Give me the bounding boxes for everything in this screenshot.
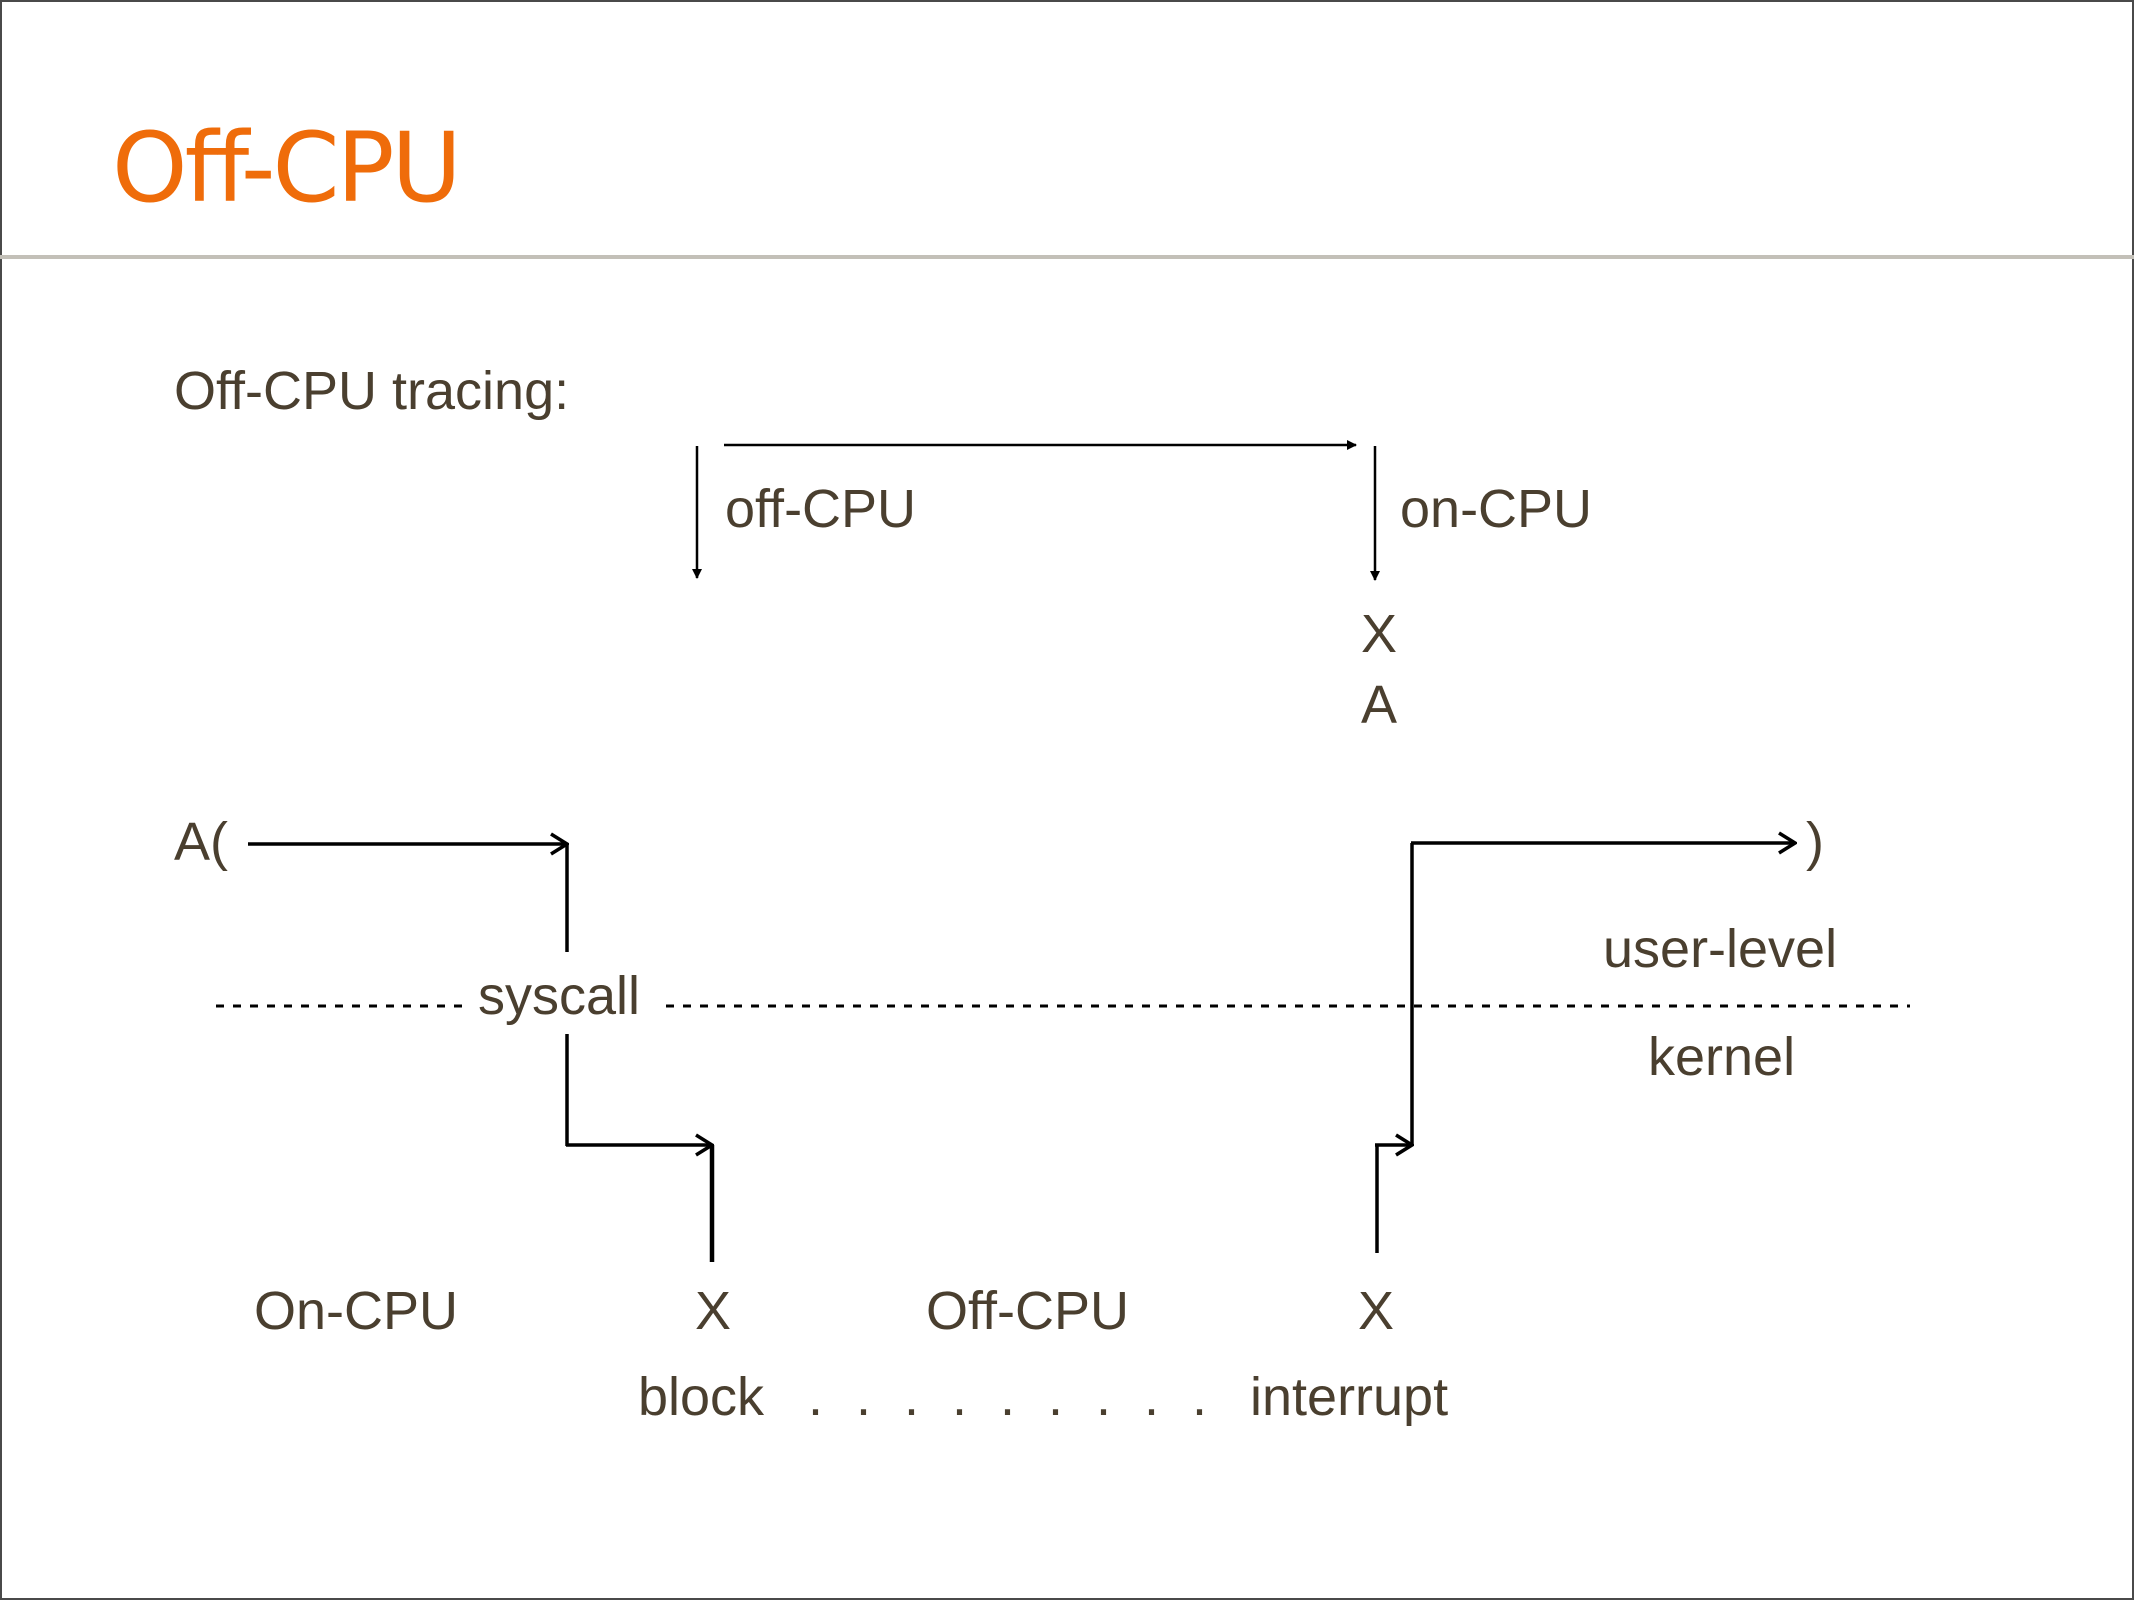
off-cpu-duration-dots: . . . . . . . . . (808, 1367, 1217, 1427)
call-end-label: ) (1806, 812, 1824, 872)
off-cpu-phase-label: Off-CPU (926, 1281, 1130, 1341)
user-level-label: user-level (1603, 919, 1838, 979)
title-divider (0, 255, 2134, 259)
block-label: block (638, 1367, 765, 1427)
on-cpu-label: on-CPU (1400, 479, 1593, 539)
slide-title: Off-CPU (112, 112, 462, 224)
kernel-label: kernel (1648, 1027, 1796, 1087)
tracing-a-marker: A (1361, 675, 1398, 735)
call-start-label: A( (174, 812, 228, 872)
tracing-heading: Off-CPU tracing: (174, 361, 570, 421)
interrupt-label: interrupt (1250, 1367, 1449, 1427)
off-cpu-label: off-CPU (725, 479, 917, 539)
interrupt-x-marker: X (1358, 1281, 1395, 1341)
syscall-label: syscall (478, 966, 641, 1026)
block-x-marker: X (695, 1281, 732, 1341)
tracing-x-marker: X (1361, 604, 1398, 664)
on-cpu-phase-label: On-CPU (254, 1281, 459, 1341)
